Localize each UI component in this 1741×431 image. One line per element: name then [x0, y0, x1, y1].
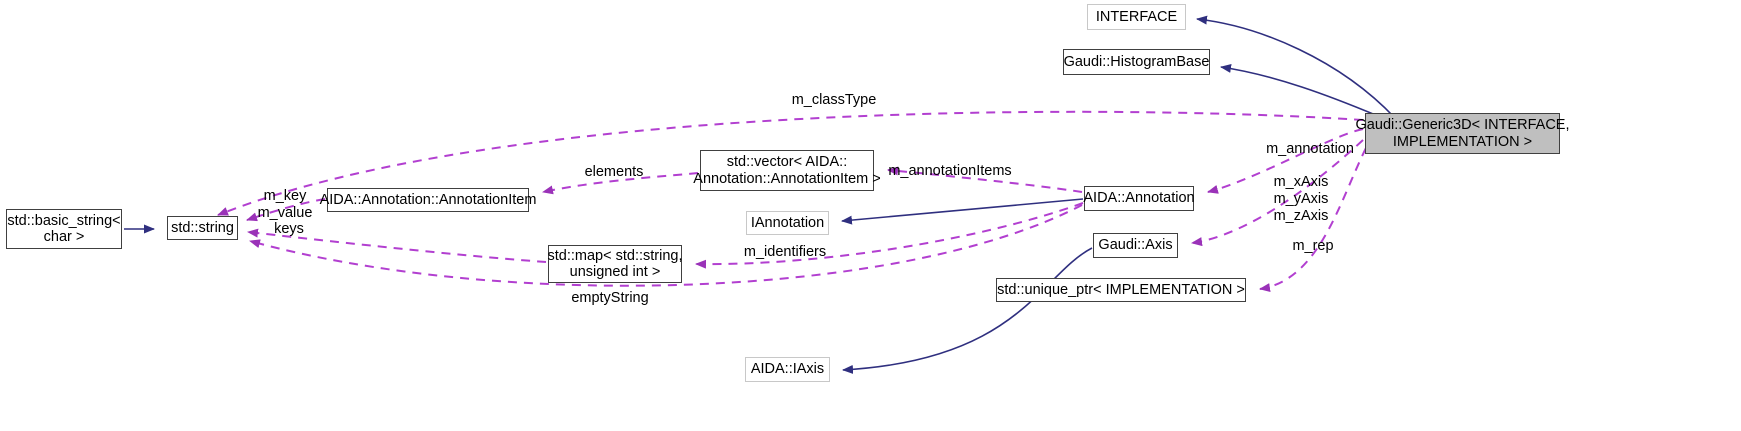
node-std-basic-string[interactable]: std::basic_string< char > [6, 209, 122, 249]
edge-label-m-identifiers: m_identifiers [743, 244, 827, 260]
inheritance-edges [124, 15, 1396, 374]
edge-generic3d-annotation [1207, 128, 1364, 194]
edge-label-m-rep: m_rep [1292, 238, 1334, 254]
node-gaudi-axis[interactable]: Gaudi::Axis [1093, 233, 1178, 258]
node-gaudi-histogrambase[interactable]: Gaudi::HistogramBase [1063, 49, 1210, 75]
edge-annotitem-keyvalue-stdstring [246, 198, 326, 222]
node-std-vector-annotationitem[interactable]: std::vector< AIDA:: Annotation::Annotati… [693, 150, 881, 191]
edge-stdmap-keys-stdstring [247, 228, 547, 263]
edge-annotation-iannotation [841, 198, 1084, 225]
node-iannotation[interactable]: IAnnotation [746, 211, 829, 235]
node-aida-annotation[interactable]: AIDA::Annotation [1083, 186, 1195, 211]
edge-label-m-key-m-value: m_key m_value [257, 188, 313, 222]
node-aida-annotation-annotationitem[interactable]: AIDA::Annotation::AnnotationItem [320, 188, 536, 212]
edge-generic3d-classtype-stdstring [217, 110, 1364, 216]
edge-generic3d-axes-gaudiaxis [1191, 139, 1364, 247]
node-aida-iaxis[interactable]: AIDA::IAxis [745, 357, 830, 382]
edge-label-m-annotation: m_annotation [1266, 141, 1354, 157]
edge-generic3d-interface [1196, 15, 1396, 119]
edge-generic3d-rep-uniqueptr [1259, 147, 1367, 292]
edge-label-m-classtype: m_classType [791, 92, 877, 108]
edge-label-elements: elements [584, 164, 644, 180]
edge-annotation-annotationitems-vectoritem [887, 166, 1083, 193]
edge-label-emptystring: emptyString [571, 290, 649, 306]
node-std-map-string-uint[interactable]: std::map< std::string, unsigned int > [548, 245, 683, 283]
edge-annotation-emptystring-stdstring [249, 204, 1083, 287]
edge-label-m-annotationitems: m_annotationItems [888, 163, 1012, 179]
edge-annotation-identifiers-stdmap [695, 202, 1084, 269]
node-gaudi-generic3d[interactable]: Gaudi::Generic3D< INTERFACE, IMPLEMENTAT… [1356, 113, 1569, 154]
node-interface[interactable]: INTERFACE [1087, 4, 1186, 30]
edge-label-m-axes: m_xAxis m_yAxis m_zAxis [1273, 174, 1329, 225]
node-std-string[interactable]: std::string [167, 216, 238, 240]
node-std-unique-ptr-implementation[interactable]: std::unique_ptr< IMPLEMENTATION > [996, 278, 1246, 302]
edge-label-keys: keys [274, 221, 304, 237]
edge-generic3d-histogrambase [1220, 64, 1379, 117]
edge-vectoritem-elements-annotitem [542, 172, 699, 195]
edge-gaudiaxis-iaxis [842, 247, 1093, 374]
usage-edges [217, 110, 1367, 292]
